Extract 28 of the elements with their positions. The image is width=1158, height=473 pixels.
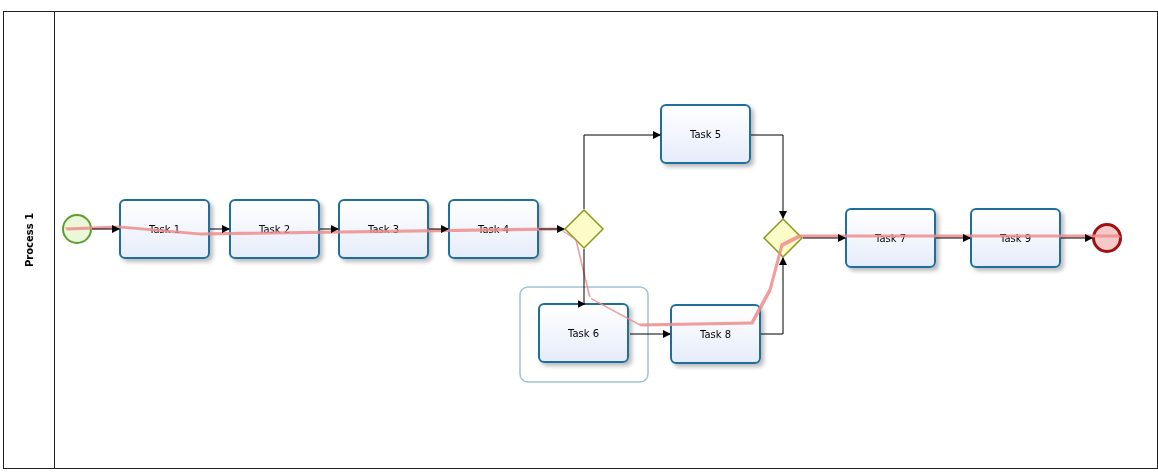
arrow	[209, 225, 230, 233]
arrow	[1060, 234, 1093, 242]
arrow	[583, 131, 661, 210]
arrow	[629, 330, 671, 338]
gateway-diamond	[763, 218, 803, 258]
gateway-diamond	[564, 209, 604, 249]
arrow	[428, 225, 449, 233]
event-circle	[62, 214, 92, 244]
task-box: Task 8	[670, 304, 761, 364]
arrow	[935, 234, 971, 242]
task-box: Task 5	[660, 104, 751, 164]
task-box: Task 6	[538, 303, 629, 363]
task-box: Task 9	[970, 208, 1061, 268]
task-box: Task 2	[229, 199, 320, 259]
task-box: Task 7	[845, 208, 936, 268]
arrow	[91, 225, 120, 233]
arrow	[802, 234, 846, 242]
task-box: Task 1	[119, 199, 210, 259]
pool-label: Process 1	[23, 212, 35, 268]
arrow	[319, 225, 339, 233]
arrow	[760, 257, 787, 335]
arrow	[538, 225, 565, 233]
pool	[3, 11, 1158, 469]
group-box	[519, 286, 649, 383]
task-box: Task 3	[338, 199, 429, 259]
arrow	[577, 248, 586, 308]
arrow	[750, 134, 787, 219]
task-box: Task 4	[448, 199, 539, 259]
